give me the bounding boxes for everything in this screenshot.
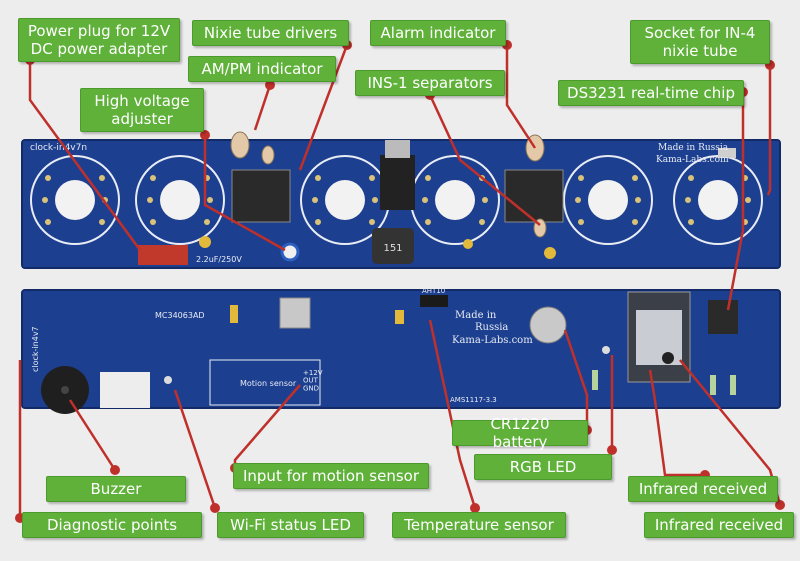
top-cap-marking: 2.2uF/250V bbox=[196, 255, 242, 264]
hv-trimmer bbox=[280, 242, 300, 262]
label-infrared-1: Infrared received bbox=[628, 476, 778, 502]
label-power-plug: Power plug for 12V DC power adapter bbox=[18, 18, 180, 62]
inductor-marking: 151 bbox=[383, 243, 402, 254]
board-cutout bbox=[100, 372, 150, 408]
bottom-board-name: clock-in4v7 bbox=[31, 326, 40, 372]
aht10-sensor bbox=[420, 295, 448, 307]
ampm-neon-lamp bbox=[230, 131, 250, 159]
label-rgb-led: RGB LED bbox=[474, 454, 612, 480]
nixie-driver-chip-1 bbox=[231, 169, 291, 223]
label-diagnostic-points: Diagnostic points bbox=[22, 512, 202, 538]
top-made-in-russia: Made in Russia bbox=[658, 143, 729, 153]
top-board-name: clock-in4v7n bbox=[30, 143, 87, 153]
power-plug bbox=[138, 245, 188, 265]
bottom-inductor bbox=[279, 297, 311, 329]
top-board: 151 clock-in4v7n Made in Russia Kama-Lab… bbox=[21, 131, 781, 269]
aht10-silk: AHT10 bbox=[422, 287, 445, 295]
ir-receiver bbox=[662, 352, 674, 364]
pointer-lines bbox=[18, 44, 782, 518]
cr1220-holder bbox=[529, 306, 567, 344]
nixie-socket-5 bbox=[563, 155, 653, 245]
label-input-motion: Input for motion sensor bbox=[233, 463, 429, 489]
motion-sensor-silk: Motion sensor bbox=[240, 379, 297, 388]
motion-sensor-footprint bbox=[209, 359, 321, 406]
mc-chip-silk: MC34063AD bbox=[155, 311, 205, 320]
label-cr1220: CR1220 battery bbox=[452, 415, 588, 451]
label-ds3231: DS3231 real-time chip bbox=[558, 80, 744, 106]
nixie-driver-chip-2 bbox=[504, 169, 564, 223]
label-ins1-separators: INS-1 separators bbox=[355, 70, 505, 96]
separator-lamp-1 bbox=[261, 145, 275, 165]
label-nixie-drivers: Nixie tube drivers bbox=[192, 20, 349, 46]
label-temperature: Temperature sensor bbox=[392, 512, 566, 538]
nixie-socket-1 bbox=[30, 155, 120, 245]
bottom-kama-labs: Kama-Labs.com bbox=[452, 335, 533, 346]
label-high-voltage: High voltage adjuster bbox=[80, 88, 204, 132]
label-infrared-2: Infrared received bbox=[644, 512, 794, 538]
top-kama-labs: Kama-Labs.com bbox=[656, 155, 729, 165]
label-alarm-indicator: Alarm indicator bbox=[370, 20, 506, 46]
nixie-socket-2 bbox=[135, 155, 225, 245]
label-buzzer: Buzzer bbox=[46, 476, 186, 502]
ldo-silk: AMS1117-3.3 bbox=[450, 396, 497, 404]
bottom-russia: Russia bbox=[475, 322, 508, 333]
bottom-made-in: Made in bbox=[455, 310, 497, 321]
voltage-regulator bbox=[380, 155, 415, 210]
label-socket-in4: Socket for IN-4 nixie tube bbox=[630, 20, 770, 64]
label-wifi-led: Wi-Fi status LED bbox=[217, 512, 364, 538]
inductor bbox=[372, 228, 414, 264]
label-ampm-indicator: AM/PM indicator bbox=[188, 56, 336, 82]
ds3231-chip bbox=[708, 300, 738, 334]
